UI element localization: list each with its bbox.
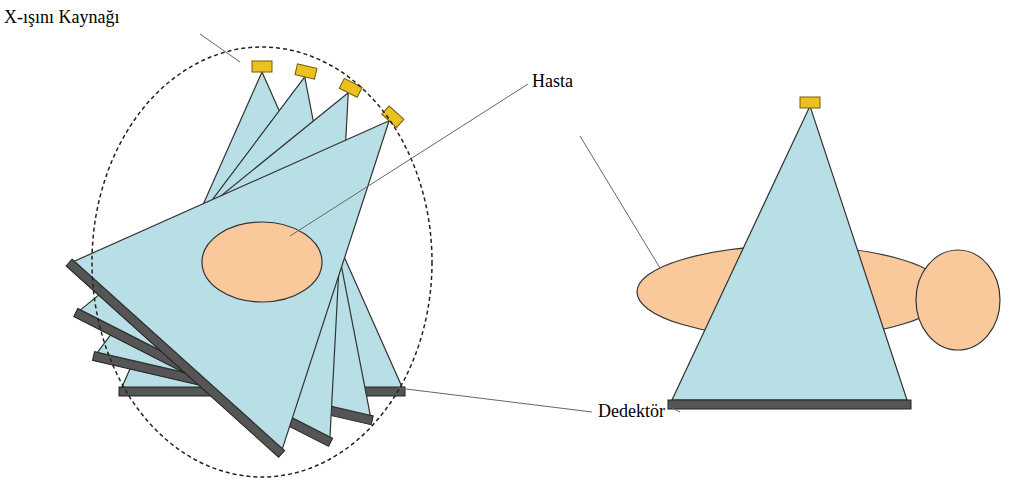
beam-triangle [74, 27, 493, 448]
patient-cross-section [202, 222, 322, 302]
source-label: X-ışını Kaynağı [4, 6, 119, 28]
side-detector [668, 400, 911, 409]
leader-lines [200, 34, 680, 412]
fan-beam [66, 17, 503, 457]
xray-source [252, 61, 272, 72]
patient-head [916, 250, 1000, 350]
side-xray-source [800, 97, 820, 108]
xray-source [382, 106, 404, 128]
detector-label: Dedektör [598, 400, 665, 422]
gantry-circle [92, 47, 432, 477]
rotating-fan-beams [66, 17, 503, 457]
xray-source [295, 64, 317, 79]
side-fan-beam [672, 106, 907, 400]
patient-label: Hasta [532, 70, 573, 92]
xray-source [339, 78, 362, 97]
